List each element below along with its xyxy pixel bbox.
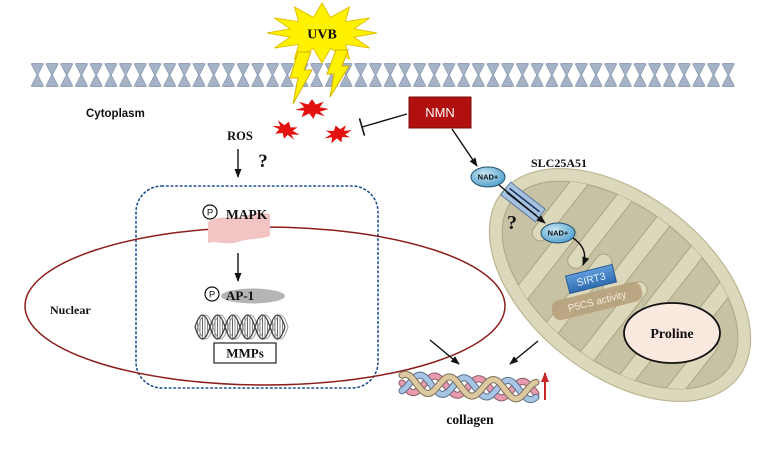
mmps-box	[213, 342, 277, 364]
dna-strand	[194, 314, 286, 340]
mmps-to-collagen-arrow	[429, 339, 460, 365]
transporter-channel	[509, 187, 541, 213]
lightning-bolt-left	[289, 51, 313, 105]
collagen-strand	[398, 371, 540, 404]
unknown-mark: ?	[258, 151, 268, 172]
mmps-label: MMPs	[226, 346, 264, 361]
cytoplasm-label: Cytoplasm	[86, 108, 145, 120]
nmn-inhibits-ros	[358, 113, 408, 136]
nmn-box	[408, 96, 472, 129]
proline-label: Proline	[650, 327, 693, 342]
mmps-node: MMPs	[213, 342, 277, 364]
phospho-mark: P	[202, 204, 218, 220]
nad-cytosol-label: NAD+	[478, 173, 499, 182]
cell-membrane	[30, 63, 736, 87]
uvb-starburst	[266, 2, 378, 64]
collagen-strand-body	[399, 371, 539, 402]
nad-mitochondria-shape	[540, 222, 576, 244]
ap1-label: AP-1	[226, 288, 254, 303]
collagen-strand-body	[399, 372, 539, 403]
unknown-mark: ?	[507, 212, 517, 234]
slc25a51-label: SLC25A51	[531, 156, 587, 170]
nmn-to-nad-arrow	[451, 128, 478, 167]
ros-label: ROS	[227, 129, 253, 143]
p5cs-box	[551, 281, 643, 321]
collagen-label: collagen	[446, 412, 494, 427]
dna-helix	[194, 314, 289, 340]
proline-to-collagen-arrow	[509, 340, 539, 365]
inhibition-bar	[358, 118, 366, 136]
lightning-bolt-right	[326, 49, 350, 98]
ros-burst	[269, 116, 303, 144]
uvb-label: UVB	[307, 28, 337, 43]
ros-burst	[321, 121, 355, 147]
phospho-mark-label: P	[209, 290, 215, 301]
nad-transport-arrow	[498, 184, 546, 224]
mapk-protein-shape	[208, 212, 270, 244]
nad-cytosol-node: NAD+	[470, 166, 506, 188]
collagen-fiber	[398, 370, 540, 404]
nad-cytosol-shape	[470, 166, 506, 188]
signaling-region	[135, 185, 379, 389]
nad-mitochondria-node: NAD+	[540, 222, 576, 244]
dna-strand	[197, 314, 289, 340]
ap1-shape	[221, 288, 285, 304]
nuclear-label: Nuclear	[50, 303, 91, 317]
uvb-stimulus: UVB	[266, 2, 378, 105]
mapk-node: P MAPK	[202, 204, 270, 244]
sirt3-node: SIRT3	[564, 263, 618, 295]
sirt3-box	[564, 263, 618, 295]
phospho-mark: P	[204, 286, 220, 302]
ap1-node: P AP-1	[204, 286, 285, 304]
proline-node: Proline	[623, 302, 721, 364]
mapk-label: MAPK	[226, 207, 268, 222]
inhibition-line	[361, 113, 408, 128]
phospho-mark-label: P	[207, 208, 213, 219]
nmn-label: NMN	[425, 105, 455, 120]
nmn-node: NMN	[408, 96, 472, 129]
ros-burst	[295, 99, 329, 119]
nad-mitochondria-label: NAD+	[548, 229, 569, 238]
proline-shape	[623, 302, 721, 364]
nad-to-sirt3-arrow	[572, 237, 590, 266]
collagen-strand	[398, 370, 540, 403]
